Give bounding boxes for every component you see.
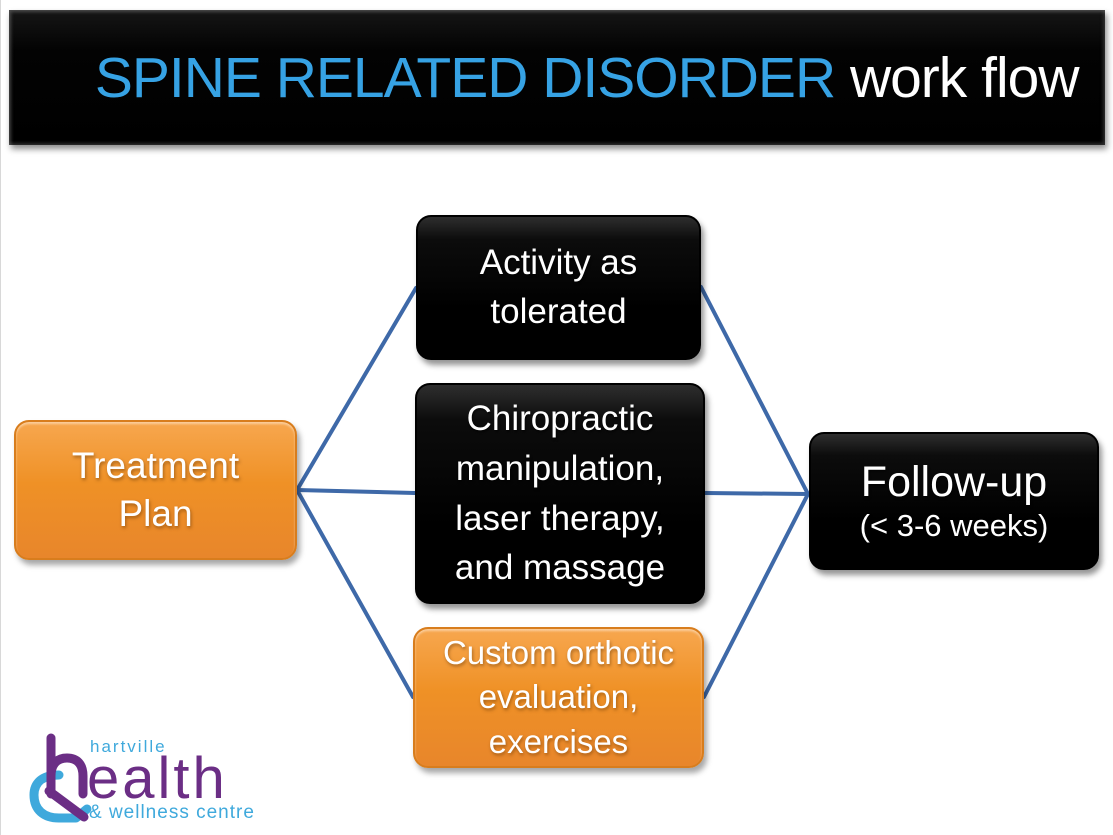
edge-treatment-activity xyxy=(295,286,418,492)
logo-h-glyph xyxy=(44,733,89,822)
edge-chiro-followup xyxy=(703,491,810,496)
title-accent-text: SPINE RELATED DISORDER xyxy=(94,45,836,110)
node-follow-up: Follow-up (< 3-6 weeks) xyxy=(809,432,1099,570)
node-label-line: Custom orthotic xyxy=(442,634,675,672)
node-label-line: Treatment xyxy=(71,444,240,486)
node-treatment-plan: Treatment Plan xyxy=(14,420,297,560)
node-label-line: tolerated xyxy=(490,291,627,331)
edge-activity-followup xyxy=(699,285,810,496)
node-label-line: laser therapy, xyxy=(455,498,665,538)
logo-wellness-text: & wellness centre xyxy=(89,802,255,823)
node-label-line: Plan xyxy=(118,493,193,534)
logo-hartville-health: hartville ealth & wellness centre xyxy=(29,733,255,823)
node-custom-orthotic: Custom orthotic evaluation, exercises xyxy=(413,627,704,768)
node-label-line: manipulation, xyxy=(455,448,665,488)
node-label-line: and massage xyxy=(454,548,666,588)
logo-hartville-text: hartville xyxy=(90,737,167,756)
node-chiropractic-manipulation: Chiropractic manipulation, laser therapy… xyxy=(415,383,705,604)
edge-orthotic-followup xyxy=(702,492,810,699)
edge-treatment-orthotic xyxy=(295,488,415,699)
logo-health-text: ealth xyxy=(87,746,228,811)
node-label-line: Activity as xyxy=(479,243,638,283)
slide-title-banner: SPINE RELATED DISORDER work flow xyxy=(9,10,1105,145)
slide-title: SPINE RELATED DISORDER work flow xyxy=(35,0,1080,177)
node-activity-as-tolerated: Activity as tolerated xyxy=(416,215,701,360)
node-label-line: (< 3-6 weeks) xyxy=(859,508,1049,544)
node-label-line: Chiropractic xyxy=(466,399,654,439)
node-label-line: Follow-up xyxy=(860,457,1048,506)
title-suffix-text: work flow xyxy=(835,45,1080,110)
heart-logo-icon xyxy=(29,770,92,823)
edge-treatment-chiro xyxy=(295,488,417,495)
node-label-line: exercises xyxy=(488,722,629,760)
node-label-line: evaluation, xyxy=(478,678,639,716)
